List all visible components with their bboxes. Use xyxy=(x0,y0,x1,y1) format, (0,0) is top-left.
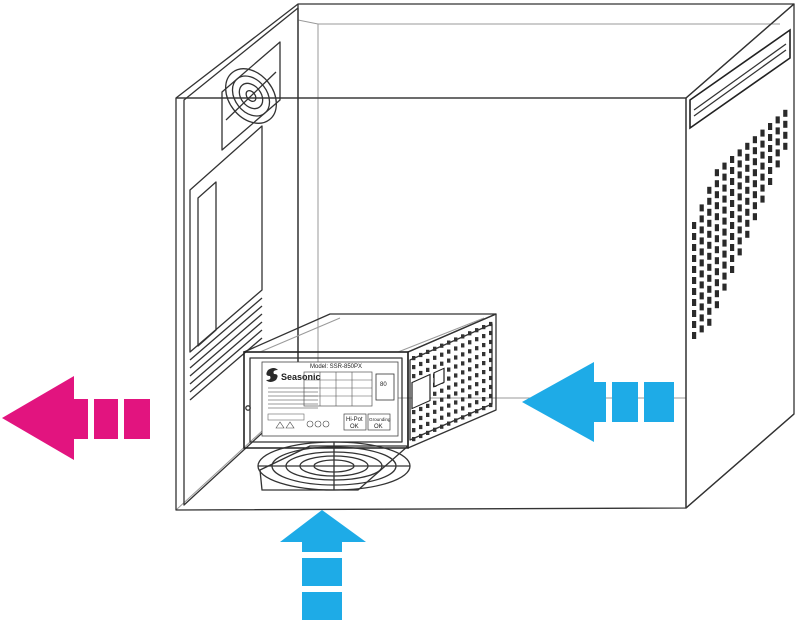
intake-arrow-right xyxy=(522,362,674,442)
case-outline-front xyxy=(175,97,795,511)
drive-bay xyxy=(689,28,791,130)
psu-brand-label: Seasonic xyxy=(281,372,321,382)
expansion-slots xyxy=(189,297,263,401)
intake-arrow-bottom xyxy=(280,510,366,620)
tag-right-value: OK xyxy=(374,424,383,430)
psu-bottom-fan-icon xyxy=(257,441,411,491)
front-panel xyxy=(685,3,795,509)
power-supply-unit: Seasonic Model: SSR-850PX 80 xyxy=(243,313,497,491)
exhaust-arrow-left xyxy=(2,376,150,460)
tag-left-title: Hi-Pot xyxy=(346,417,363,423)
tag-left-value: OK xyxy=(350,424,359,430)
tag-right-title: Grounding xyxy=(369,417,391,422)
ac-inlet-icon xyxy=(409,323,493,441)
rear-panel xyxy=(183,7,299,506)
cert-badge-label: 80 xyxy=(380,382,387,388)
psu-model-label: Model: SSR-850PX xyxy=(310,364,362,370)
front-mesh-grille xyxy=(692,109,788,339)
io-shield xyxy=(189,125,263,353)
psu-label: Seasonic Model: SSR-850PX 80 xyxy=(261,361,399,437)
rear-fan-icon xyxy=(221,41,281,151)
